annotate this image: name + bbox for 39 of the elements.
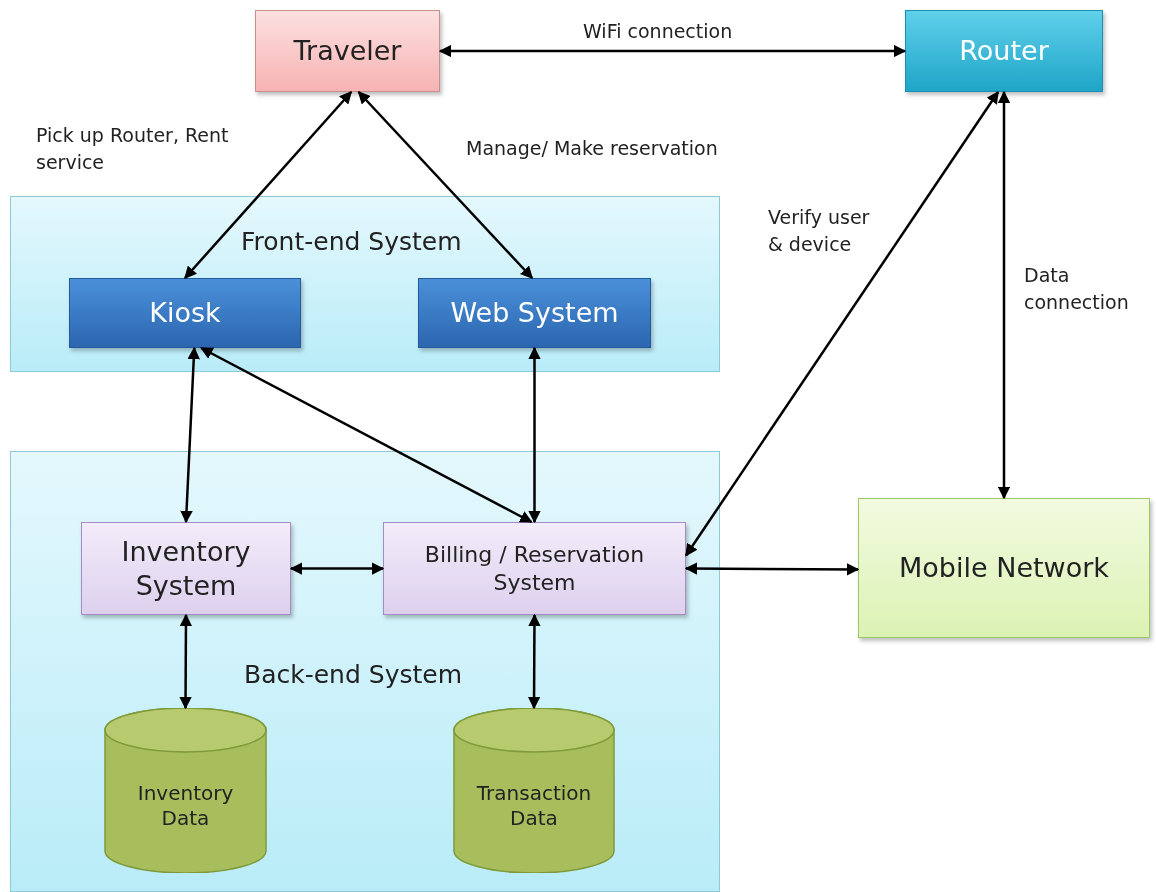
arrow [684, 90, 1000, 557]
group-heading: Back-end System [244, 660, 462, 689]
edge-label: Pick up Router, Rent service [36, 123, 230, 175]
node-label: Billing / Reservation System [423, 541, 646, 596]
arrow [438, 44, 907, 58]
node-label: Inventory System [120, 534, 252, 603]
node-label: Mobile Network [898, 551, 1110, 585]
edge-label: WiFi connection [583, 19, 733, 44]
arrow [528, 346, 541, 524]
system-box [81, 522, 291, 615]
arrow [184, 91, 353, 279]
network-box [858, 498, 1150, 638]
edge-label: Verify user & device [768, 205, 871, 257]
arrow [180, 346, 200, 524]
arrow [997, 90, 1011, 500]
component-box [418, 278, 651, 348]
actor-box [255, 10, 440, 92]
arrow [200, 346, 533, 524]
node-label: Transaction Data [475, 780, 593, 831]
database-cylinder [104, 708, 267, 873]
edge-label: Manage/ Make reservation [466, 136, 718, 161]
system-group-panel [10, 451, 720, 892]
arrow [289, 562, 385, 575]
group-heading: Front-end System [241, 227, 462, 256]
device-box [905, 10, 1103, 92]
arrow [527, 613, 541, 710]
node-label: Web System [449, 296, 620, 330]
node-label: Router [958, 34, 1050, 68]
arrow [179, 613, 193, 710]
node-label: Kiosk [148, 296, 222, 330]
node-label: Traveler [292, 34, 403, 68]
arrow [357, 91, 534, 279]
component-box [69, 278, 301, 348]
database-cylinder [453, 708, 615, 873]
node-label: Inventory Data [136, 780, 235, 831]
arrow [684, 562, 860, 576]
system-group-panel [10, 196, 720, 372]
edge-label: Data connection [1024, 263, 1130, 315]
system-box [383, 522, 686, 615]
